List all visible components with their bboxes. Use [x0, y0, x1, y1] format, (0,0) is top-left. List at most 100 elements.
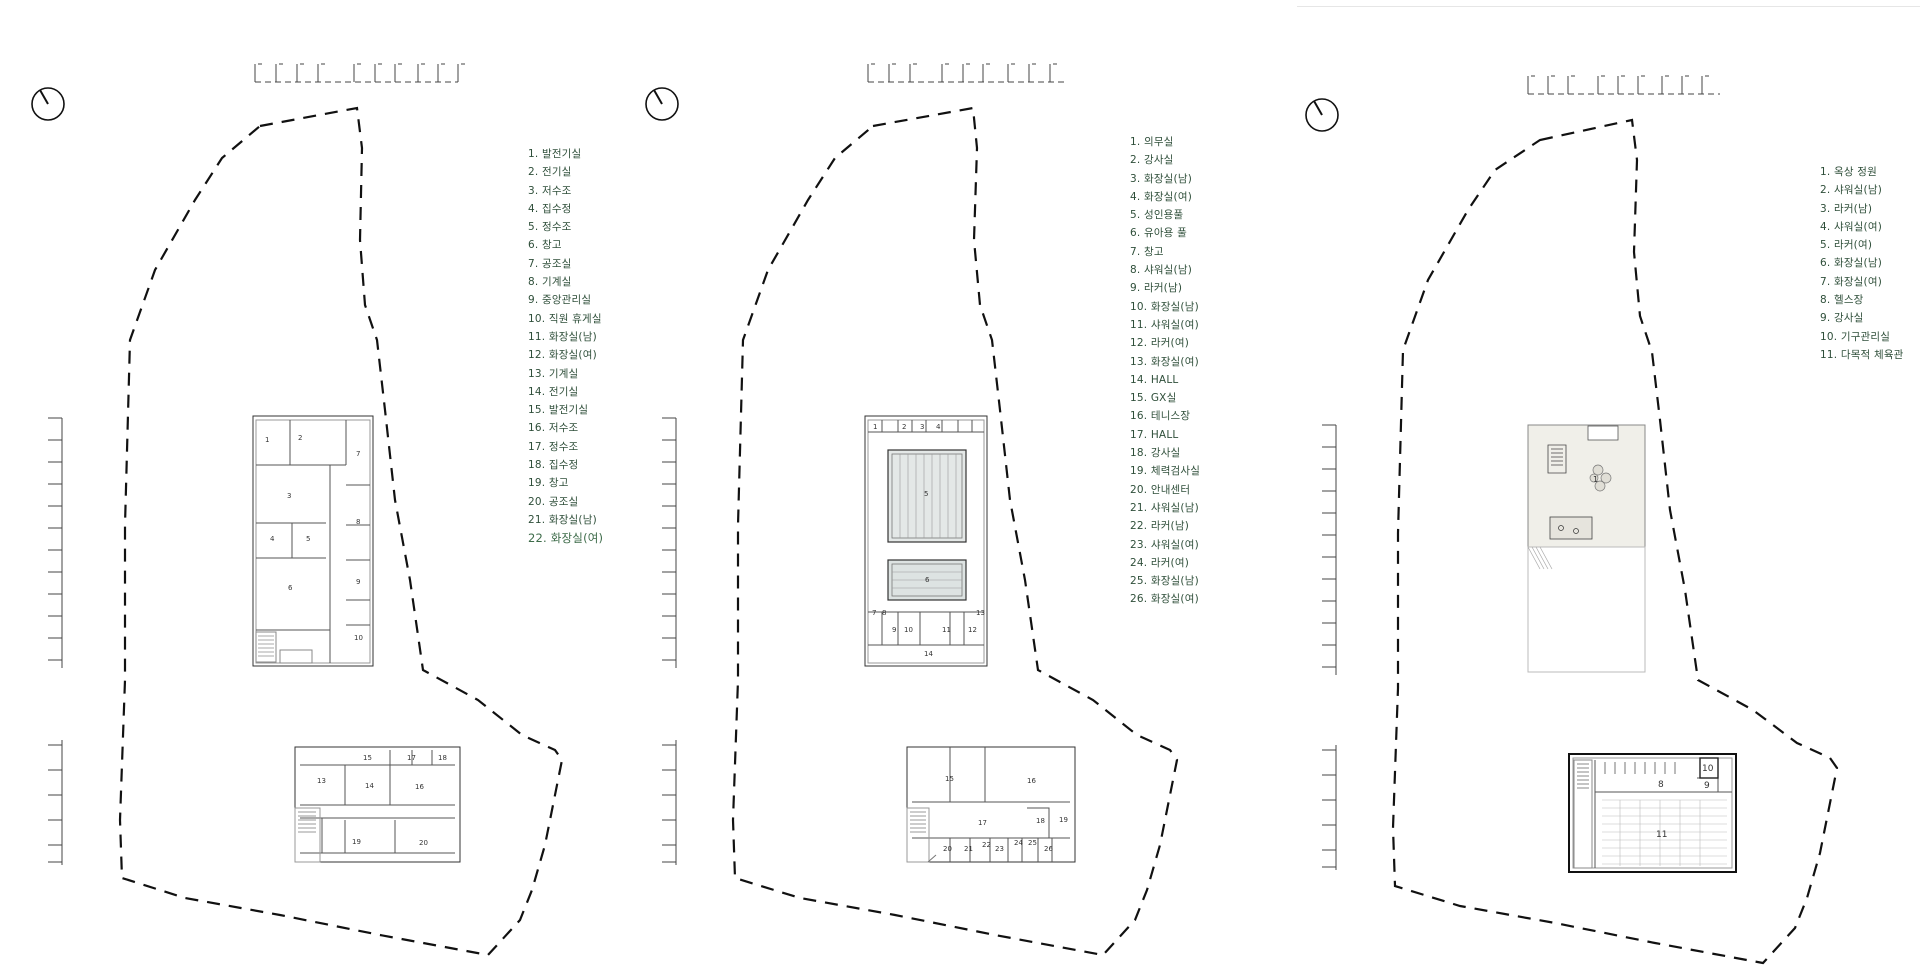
svg-text:7: 7 — [872, 609, 876, 617]
legend-item: 6. 유아용 풀 — [1130, 227, 1187, 240]
room-labels-lower: 13 14 15 16 17 18 19 20 — [317, 754, 447, 847]
floor-plan-panel-3: 1 8 9 10 11 1. 옥상 정원 2. 샤워실(남) 3. 라커(남) … — [1280, 0, 1920, 980]
legend-item: 12. 라커(여) — [1130, 337, 1190, 350]
legend-item: 17. 정수조 — [528, 440, 579, 453]
building-upper — [864, 415, 988, 667]
legend-item: 4. 집수정 — [528, 202, 572, 215]
svg-text:10: 10 — [1702, 764, 1714, 774]
svg-text:2: 2 — [298, 434, 302, 442]
legend-item: 13. 화장실(여) — [1130, 355, 1199, 368]
legend-item: 9. 중앙관리실 — [528, 294, 592, 307]
floor-plan-drawing-2: 1 2 3 4 5 6 7 8 9 10 11 12 13 14 15 16 1… — [645, 63, 1179, 957]
svg-text:11: 11 — [1656, 830, 1667, 840]
svg-text:16: 16 — [415, 783, 424, 791]
room-labels-upper: 1 2 3 4 5 6 7 8 9 10 11 12 13 14 — [872, 423, 985, 658]
grid-axis-markers-top — [867, 63, 1068, 83]
legend-item: 8. 기계실 — [528, 276, 572, 289]
legend-item: 15. GX실 — [1130, 392, 1177, 405]
legend-item: 8. 샤워실(남) — [1130, 264, 1192, 277]
svg-text:5: 5 — [924, 490, 928, 498]
svg-text:12: 12 — [968, 626, 977, 634]
svg-text:15: 15 — [945, 775, 954, 783]
legend-item: 3. 화장실(남) — [1130, 172, 1192, 185]
legend-item: 7. 창고 — [1130, 245, 1164, 258]
svg-text:17: 17 — [978, 819, 987, 827]
svg-text:2: 2 — [902, 423, 906, 431]
svg-text:13: 13 — [976, 609, 985, 617]
legend-item: 2. 전기실 — [528, 166, 572, 179]
svg-text:22: 22 — [982, 841, 991, 849]
site-boundary — [118, 106, 564, 957]
svg-text:23: 23 — [995, 845, 1004, 853]
legend-item: 11. 화장실(남) — [528, 330, 597, 343]
svg-text:4: 4 — [270, 535, 275, 543]
site-boundary — [731, 106, 1179, 957]
legend-item: 9. 라커(남) — [1130, 282, 1183, 295]
svg-text:5: 5 — [306, 535, 310, 543]
legend-item: 3. 저수조 — [528, 184, 572, 197]
building-lower — [294, 746, 461, 863]
svg-text:18: 18 — [1036, 817, 1045, 825]
svg-text:10: 10 — [904, 626, 913, 634]
legend-item: 2. 강사실 — [1130, 154, 1174, 167]
top-divider — [1297, 6, 1920, 7]
legend-item: 23. 샤워실(여) — [1130, 538, 1199, 551]
grid-axis-markers-top — [1527, 75, 1720, 95]
svg-text:7: 7 — [356, 450, 360, 458]
svg-text:9: 9 — [356, 578, 360, 586]
legend-item: 3. 라커(남) — [1820, 202, 1873, 215]
svg-text:9: 9 — [892, 626, 896, 634]
legend-item: 5. 성인용풀 — [1130, 209, 1184, 222]
svg-text:11: 11 — [942, 626, 951, 634]
legend-item: 7. 화장실(여) — [1820, 275, 1882, 288]
svg-text:16: 16 — [1027, 777, 1036, 785]
svg-text:9: 9 — [1704, 781, 1710, 791]
legend-item: 18. 집수정 — [528, 459, 579, 472]
floor-plan-drawing-3: 1 8 9 10 11 — [1305, 75, 1839, 965]
svg-text:1: 1 — [1593, 475, 1598, 484]
legend-item: 6. 화장실(남) — [1820, 257, 1882, 270]
legend-item: 16. 테니스장 — [1130, 410, 1191, 423]
legend-item: 11. 다목적 체육관 — [1820, 348, 1904, 361]
legend-item: 22. 화장실(여) — [528, 531, 604, 546]
room-labels-upper: 1 — [1593, 475, 1598, 484]
legend-item: 10. 화장실(남) — [1130, 300, 1199, 313]
site-boundary — [1391, 118, 1839, 965]
grid-axis-markers-left — [1322, 424, 1337, 870]
svg-text:19: 19 — [1059, 816, 1068, 824]
svg-text:21: 21 — [964, 845, 973, 853]
legend-item: 7. 공조실 — [528, 257, 572, 270]
svg-text:19: 19 — [352, 838, 361, 846]
legend-item: 21. 화장실(남) — [528, 513, 597, 526]
building-upper — [252, 415, 374, 667]
room-labels-upper: 1 2 3 4 5 6 7 8 9 10 — [265, 434, 363, 642]
legend-item: 5. 라커(여) — [1820, 239, 1873, 252]
floor-plan-panel-1: 1 2 3 4 5 6 7 8 9 10 13 14 15 16 17 18 1… — [0, 0, 620, 980]
svg-text:4: 4 — [936, 423, 941, 431]
svg-text:17: 17 — [407, 754, 416, 762]
north-arrow-icon — [31, 87, 65, 121]
legend-item: 20. 안내센터 — [1130, 483, 1191, 496]
svg-text:3: 3 — [920, 423, 924, 431]
legend-item: 2. 샤워실(남) — [1820, 184, 1882, 197]
svg-text:8: 8 — [1658, 780, 1664, 790]
legend-item: 4. 화장실(여) — [1130, 190, 1192, 203]
svg-text:14: 14 — [365, 782, 374, 790]
legend-item: 10. 직원 휴게실 — [528, 312, 602, 325]
legend-item: 1. 옥상 정원 — [1820, 166, 1877, 178]
legend-item: 19. 체력검사실 — [1130, 465, 1201, 478]
legend-item: 26. 화장실(여) — [1130, 593, 1199, 606]
svg-text:1: 1 — [265, 436, 269, 444]
legend-item: 11. 샤워실(여) — [1130, 318, 1199, 331]
legend-item: 19. 창고 — [528, 477, 569, 490]
legend-item: 12. 화장실(여) — [528, 349, 597, 362]
svg-text:14: 14 — [924, 650, 933, 658]
svg-text:24: 24 — [1014, 839, 1023, 847]
legend-list-2: 1. 의무실 2. 강사실 3. 화장실(남) 4. 화장실(여) 5. 성인용… — [1130, 133, 1200, 609]
legend-item: 1. 발전기실 — [528, 148, 582, 160]
legend-list-3: 1. 옥상 정원 2. 샤워실(남) 3. 라커(남) 4. 샤워실(여) 5.… — [1820, 163, 1904, 364]
legend-item: 5. 정수조 — [528, 221, 572, 234]
adult-pool — [887, 449, 967, 543]
legend-item: 14. HALL — [1130, 373, 1179, 386]
legend-item: 6. 창고 — [528, 239, 562, 252]
